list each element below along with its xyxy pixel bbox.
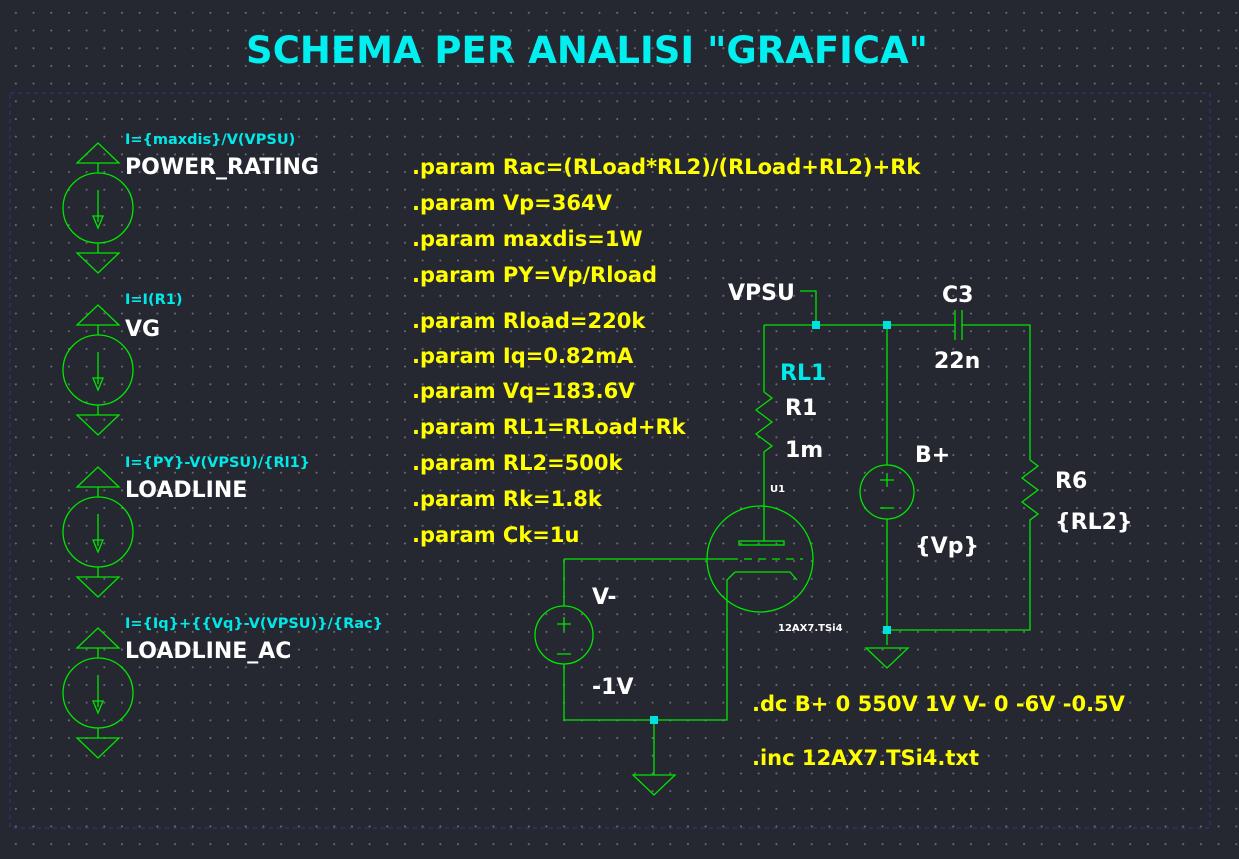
capacitor-symbol <box>954 310 963 340</box>
plus-minus-icon <box>880 473 894 509</box>
net-label-vpsu[interactable]: VPSU <box>728 281 795 306</box>
junction-node <box>650 716 658 724</box>
dc-directive[interactable]: .dc B+ 0 550V 1V V- 0 -6V -0.5V <box>752 692 1126 716</box>
capacitor-c3[interactable]: C3 22n <box>934 283 980 374</box>
resistor-r1[interactable]: RL1 R1 1m <box>754 361 826 463</box>
current-source-loadline[interactable]: I={PY}-V(VPSU)/{Rl1} LOADLINE <box>62 455 310 598</box>
inc-directive[interactable]: .inc 12AX7.TSi4.txt <box>752 746 979 770</box>
ground-icon <box>864 647 910 669</box>
resistor-r6[interactable]: R6 {RL2} <box>1020 459 1133 535</box>
wires <box>563 290 1031 775</box>
param-line: .param RL1=RLoad+Rk <box>412 415 687 439</box>
plus-minus-icon <box>557 617 571 655</box>
schematic-title: SCHEMA PER ANALISI "GRAFICA" <box>246 29 928 72</box>
source-name: POWER_RATING <box>125 155 319 180</box>
ground-icon <box>631 774 677 796</box>
resistor-symbol <box>754 391 774 458</box>
junction-node <box>883 321 891 329</box>
source-expression: I={PY}-V(VPSU)/{Rl1} <box>125 455 310 471</box>
param-line: .param Vp=364V <box>412 191 613 215</box>
tube-model: 12AX7.TSi4 <box>778 623 843 634</box>
param-line: .param Rac=(RLoad*RL2)/(RLoad+RL2)+Rk <box>412 155 921 179</box>
bplus-value: {Vp} <box>915 534 979 559</box>
junction-node <box>883 626 891 634</box>
r1-value: 1m <box>785 438 823 463</box>
source-name: LOADLINE_AC <box>125 639 291 664</box>
param-line: .param Rload=220k <box>412 309 646 333</box>
param-line: .param Vq=183.6V <box>412 379 635 403</box>
c3-name: C3 <box>942 283 973 308</box>
r6-value: {RL2} <box>1055 510 1133 535</box>
r1-name: R1 <box>785 396 817 421</box>
param-line: .param maxdis=1W <box>412 227 643 251</box>
r6-name: R6 <box>1055 469 1087 494</box>
sheet-border <box>9 92 1211 829</box>
vminus-name: V- <box>592 585 617 610</box>
current-source-vg[interactable]: I=I(R1) VG <box>62 292 182 436</box>
current-source-power-rating[interactable]: I={maxdis}/V(VPSU) POWER_RATING <box>62 132 319 274</box>
param-line: .param Iq=0.82mA <box>412 344 634 368</box>
source-expression: I=I(R1) <box>125 292 182 308</box>
triode-u1[interactable]: U1 12AX7.TSi4 <box>706 484 843 634</box>
c3-value: 22n <box>934 349 980 374</box>
net-label-rl1: RL1 <box>780 361 826 386</box>
param-line: .param RL2=500k <box>412 451 623 475</box>
current-source-loadline-ac[interactable]: I={Iq}+{{Vq}-V(VPSU)}/{Rac} LOADLINE_AC <box>62 616 383 759</box>
source-name: LOADLINE <box>125 478 247 503</box>
param-line: .param Rk=1.8k <box>412 487 603 511</box>
tube-name: U1 <box>770 484 785 495</box>
source-expression: I={maxdis}/V(VPSU) <box>125 132 295 148</box>
resistor-symbol <box>1020 459 1040 530</box>
source-name: VG <box>125 317 160 342</box>
param-line: .param Ck=1u <box>412 523 579 547</box>
source-expression: I={Iq}+{{Vq}-V(VPSU)}/{Rac} <box>125 616 383 632</box>
param-directives[interactable]: .param Rac=(RLoad*RL2)/(RLoad+RL2)+Rk .p… <box>412 155 921 547</box>
vminus-value: -1V <box>592 675 633 700</box>
bplus-name: B+ <box>915 443 950 468</box>
voltage-source-vminus[interactable]: V- -1V <box>534 585 633 700</box>
junction-node <box>812 321 820 329</box>
voltage-source-bplus[interactable]: B+ {Vp} <box>859 443 979 559</box>
param-line: .param PY=Vp/Rload <box>412 263 657 287</box>
